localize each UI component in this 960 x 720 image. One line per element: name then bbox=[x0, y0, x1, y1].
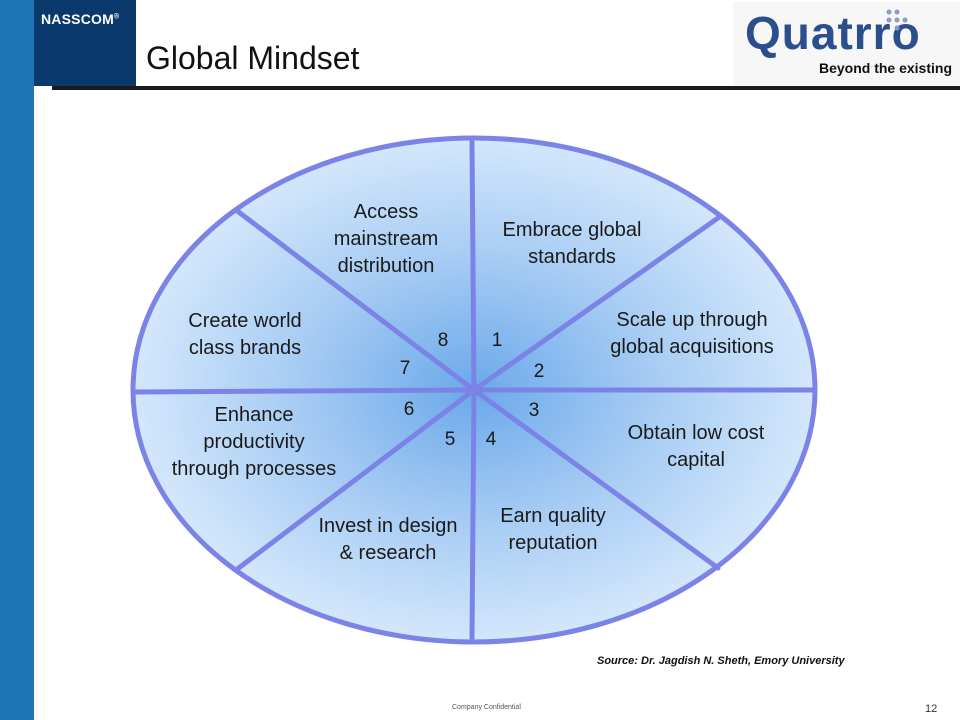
diagram-spoke bbox=[233, 207, 477, 393]
segment-label-line: Embrace global bbox=[503, 219, 642, 241]
nasscom-logo: NASSCOM® bbox=[34, 0, 136, 86]
segment-number: 8 bbox=[438, 330, 449, 351]
quatrro-dots-icon bbox=[886, 9, 908, 31]
segment-label-line: distribution bbox=[338, 255, 435, 277]
nasscom-logo-word: NASSCOM bbox=[41, 11, 114, 27]
segment-number: 6 bbox=[404, 399, 415, 420]
segment-number: 7 bbox=[400, 358, 411, 379]
diagram-spoke bbox=[131, 387, 477, 395]
segment-label-line: Enhance bbox=[215, 404, 294, 426]
segment-number: 4 bbox=[486, 429, 497, 450]
segment-label-line: reputation bbox=[509, 532, 598, 554]
segment-label-line: Earn quality bbox=[500, 505, 606, 527]
segment-label-line: productivity bbox=[203, 431, 304, 453]
segment-label-line: & research bbox=[340, 542, 437, 564]
segment-label-line: Create world bbox=[188, 310, 301, 332]
quatrro-tagline: Beyond the existing bbox=[818, 60, 952, 76]
diagram-spoke bbox=[233, 387, 477, 573]
diagram-spokes bbox=[131, 139, 816, 641]
confidential-label: Company Confidential bbox=[452, 704, 521, 711]
diagram-labels: Embrace global standards 1 Scale up through… bbox=[172, 201, 774, 564]
segment-label-line: mainstream bbox=[334, 228, 438, 250]
segment-number: 5 bbox=[445, 429, 456, 450]
quatrro-logo: Quatrro Beyond the existing bbox=[733, 2, 960, 86]
segment-label-line: standards bbox=[528, 246, 616, 268]
diagram-spoke bbox=[471, 387, 721, 571]
diagram-spoke bbox=[469, 387, 477, 641]
segment-label-line: through processes bbox=[172, 458, 337, 480]
segment-label-line: global acquisitions bbox=[610, 336, 773, 358]
segment-label-line: capital bbox=[667, 449, 725, 471]
segment-number: 3 bbox=[529, 400, 540, 421]
segment-number: 1 bbox=[492, 330, 503, 351]
segment-label-line: Invest in design bbox=[319, 515, 458, 537]
segment-label-line: Access bbox=[354, 201, 418, 223]
left-accent-bar bbox=[0, 0, 34, 720]
segment-label-line: Obtain low cost bbox=[628, 422, 765, 444]
page-number: 12 bbox=[925, 703, 938, 715]
source-citation: Source: Dr. Jagdish N. Sheth, Emory Univ… bbox=[597, 655, 845, 667]
title-divider bbox=[52, 86, 960, 90]
segment-number: 2 bbox=[534, 361, 545, 382]
segment-label-line: class brands bbox=[189, 337, 301, 359]
diagram-spoke bbox=[469, 139, 477, 393]
nasscom-logo-text: NASSCOM® bbox=[41, 11, 119, 27]
segment-label-line: Scale up through bbox=[616, 309, 767, 331]
nasscom-reg-mark: ® bbox=[113, 13, 120, 21]
page-title: Global Mindset bbox=[146, 40, 360, 76]
quatrro-logo-word: Quatrro bbox=[745, 7, 921, 59]
diagram-spoke bbox=[471, 215, 721, 393]
